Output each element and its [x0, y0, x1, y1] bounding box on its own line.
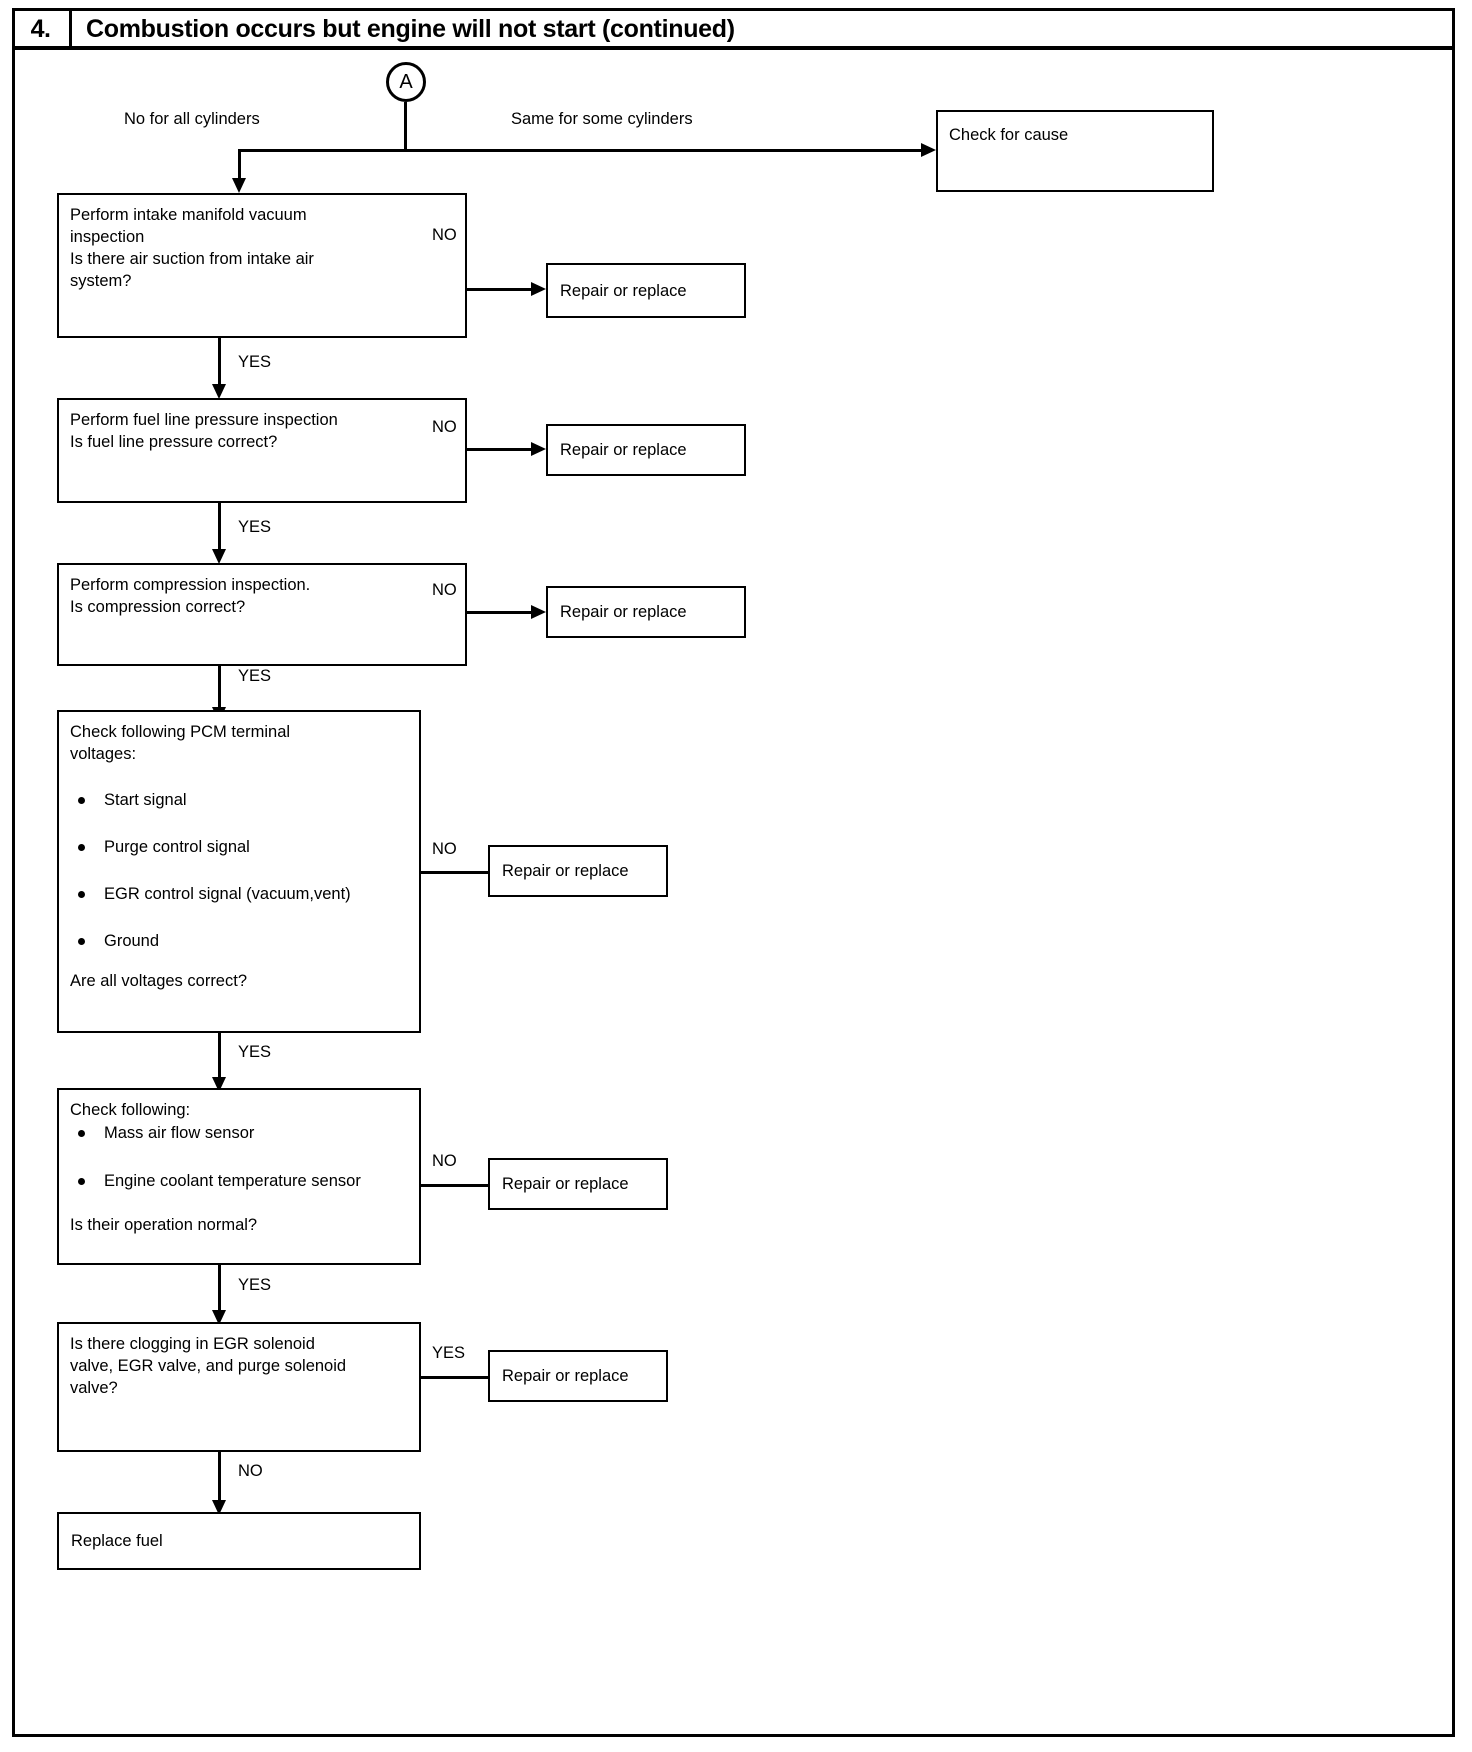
edge-yes-3-line — [218, 666, 221, 710]
edge-yes-1-label: YES — [238, 353, 272, 371]
edge-no-6-label: NO — [238, 1462, 263, 1480]
list-item: EGR control signal (vacuum,vent) — [70, 883, 413, 905]
box-sensors-heading: Check following: — [70, 1101, 191, 1119]
page-frame — [12, 8, 1455, 1737]
edge-no-2-label: NO — [432, 418, 457, 436]
box-repair-or-replace-1: Repair or replace — [546, 263, 746, 318]
edge-no-3-line — [467, 611, 535, 614]
edge-yes-2-label: YES — [238, 518, 272, 536]
box-check-for-cause: Check for cause — [936, 110, 1214, 192]
list-item: Mass air flow sensor — [70, 1122, 413, 1144]
box-egr-clogging: Is there clogging in EGR solenoid valve,… — [57, 1322, 421, 1452]
edge-no-4-label: NO — [432, 840, 457, 858]
sensors-bullet-list: Mass air flow sensor Engine coolant temp… — [70, 1122, 413, 1192]
box-intake-manifold: Perform intake manifold vacuum inspectio… — [57, 193, 467, 338]
box-compression: Perform compression inspection. Is compr… — [57, 563, 467, 666]
edge-no-1-line — [467, 288, 535, 291]
edge-yes-5-label: YES — [238, 1276, 272, 1294]
edge-yes-1-arrow — [212, 384, 226, 399]
header-number: 4. — [12, 8, 72, 50]
list-item: Engine coolant temperature sensor — [70, 1170, 413, 1192]
connector-stem — [404, 102, 407, 152]
branch-bar — [238, 149, 924, 152]
edge-yes-2-arrow — [212, 549, 226, 564]
page-title: Combustion occurs but engine will not st… — [86, 14, 735, 43]
edge-no-6-arrow — [212, 1500, 226, 1515]
box-replace-fuel: Replace fuel — [57, 1512, 421, 1570]
box-intake-manifold-text: Perform intake manifold vacuum inspectio… — [70, 206, 314, 290]
box-check-for-cause-text: Check for cause — [949, 126, 1069, 144]
edge-no-3-arrow — [531, 605, 546, 619]
edge-yes-5-arrow — [212, 1310, 226, 1325]
edge-no-4-line — [421, 871, 535, 874]
box-egr-clogging-text: Is there clogging in EGR solenoid valve,… — [70, 1335, 347, 1397]
box-repair-or-replace-3-text: Repair or replace — [560, 603, 687, 621]
box-repair-or-replace-4-text: Repair or replace — [502, 862, 629, 880]
header-row — [12, 8, 1455, 50]
connector-circle-a: A — [386, 62, 426, 102]
box-fuel-line-pressure: Perform fuel line pressure inspection Is… — [57, 398, 467, 503]
box-fuel-line-pressure-text: Perform fuel line pressure inspection Is… — [70, 411, 338, 451]
box-repair-or-replace-2-text: Repair or replace — [560, 441, 687, 459]
box-sensors-check: Check following: Mass air flow sensor En… — [57, 1088, 421, 1265]
box-compression-text: Perform compression inspection. Is compr… — [70, 576, 311, 616]
branch-label-left: No for all cylinders — [124, 110, 260, 128]
box-pcm-terminal-voltages: Check following PCM terminal voltages: S… — [57, 710, 421, 1033]
edge-no-1-arrow — [531, 282, 546, 296]
edge-no-1-label: NO — [432, 226, 457, 244]
edge-no-5-line — [421, 1184, 535, 1187]
branch-label-right: Same for some cylinders — [511, 110, 693, 128]
box-pcm-heading: Check following PCM terminal voltages: — [70, 723, 291, 763]
edge-no-5-label: NO — [432, 1152, 457, 1170]
edge-no-2-arrow — [531, 442, 546, 456]
pcm-bullet-list: Start signal Purge control signal EGR co… — [70, 789, 413, 952]
edge-yes-3-label: YES — [238, 667, 272, 685]
box-pcm-question: Are all voltages correct? — [70, 972, 247, 990]
box-repair-or-replace-2: Repair or replace — [546, 424, 746, 476]
branch-arrow-right — [921, 143, 936, 157]
box-repair-or-replace-1-text: Repair or replace — [560, 281, 687, 300]
list-item: Ground — [70, 930, 413, 952]
branch-down-line — [238, 149, 241, 181]
edge-no-3-label: NO — [432, 581, 457, 599]
edge-yes-1-line — [218, 338, 221, 387]
box-sensors-question: Is their operation normal? — [70, 1216, 258, 1234]
edge-yes-6-label: YES — [432, 1344, 466, 1362]
edge-yes-4-line — [218, 1033, 221, 1080]
box-replace-fuel-text: Replace fuel — [71, 1532, 163, 1550]
box-repair-or-replace-5-text: Repair or replace — [502, 1175, 629, 1193]
branch-down-arrow — [232, 178, 246, 193]
box-repair-or-replace-3: Repair or replace — [546, 586, 746, 638]
box-repair-or-replace-4: Repair or replace — [488, 845, 668, 897]
list-item: Start signal — [70, 789, 413, 811]
edge-no-2-line — [467, 448, 535, 451]
edge-no-6-line — [218, 1452, 221, 1503]
box-repair-or-replace-6: Repair or replace — [488, 1350, 668, 1402]
box-repair-or-replace-5: Repair or replace — [488, 1158, 668, 1210]
box-repair-or-replace-6-text: Repair or replace — [502, 1367, 629, 1385]
edge-yes-5-line — [218, 1265, 221, 1313]
connector-label: A — [399, 70, 413, 93]
edge-yes-4-label: YES — [238, 1043, 272, 1061]
list-item: Purge control signal — [70, 836, 413, 858]
edge-yes-2-line — [218, 503, 221, 552]
edge-yes-6-line — [421, 1376, 535, 1379]
